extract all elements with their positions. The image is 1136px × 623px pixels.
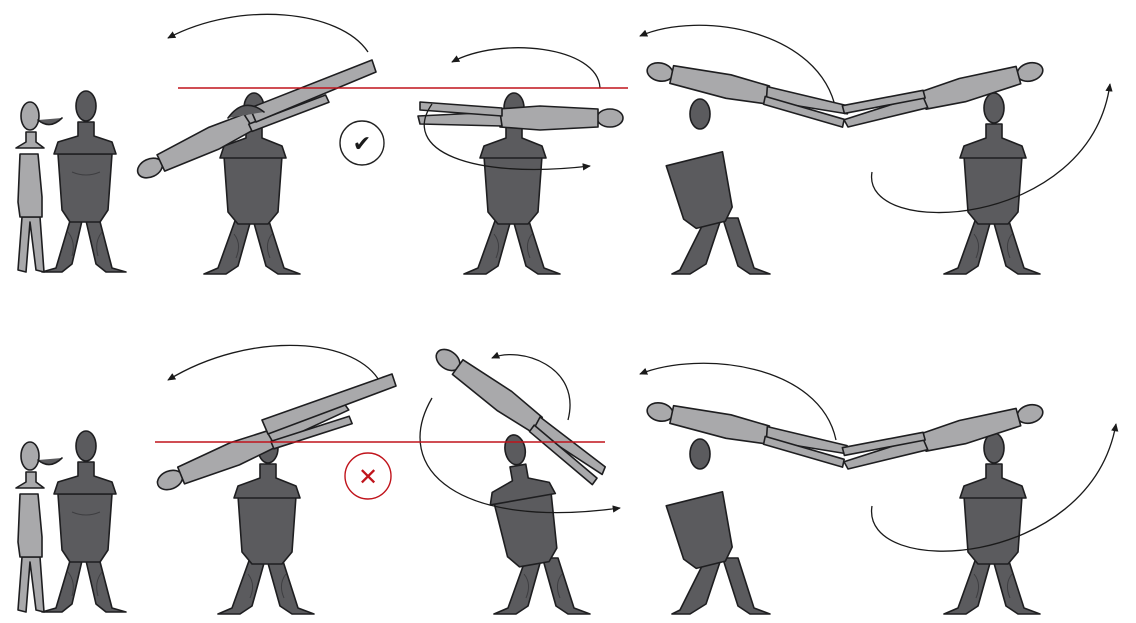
correct-mark: ✔ — [340, 121, 384, 165]
rotation-arrow — [168, 345, 382, 386]
row-incorrect: ✕ — [16, 343, 1116, 614]
rotation-arrow — [168, 14, 368, 52]
frame-4-turn — [640, 25, 850, 274]
frame-3-tilted — [420, 343, 620, 614]
frame-5-finish — [840, 395, 1116, 614]
frame-3-horizontal — [418, 48, 623, 274]
incorrect-mark: ✕ — [345, 453, 391, 499]
rotation-arrow — [452, 48, 600, 88]
frame-1-start — [16, 91, 126, 272]
checkmark-icon: ✔ — [353, 132, 371, 157]
frame-1-start — [16, 431, 126, 612]
row-correct: ✔ — [16, 14, 1110, 274]
cross-icon: ✕ — [358, 463, 378, 491]
frame-4-turn — [640, 363, 850, 614]
frame-5-finish — [840, 53, 1110, 274]
